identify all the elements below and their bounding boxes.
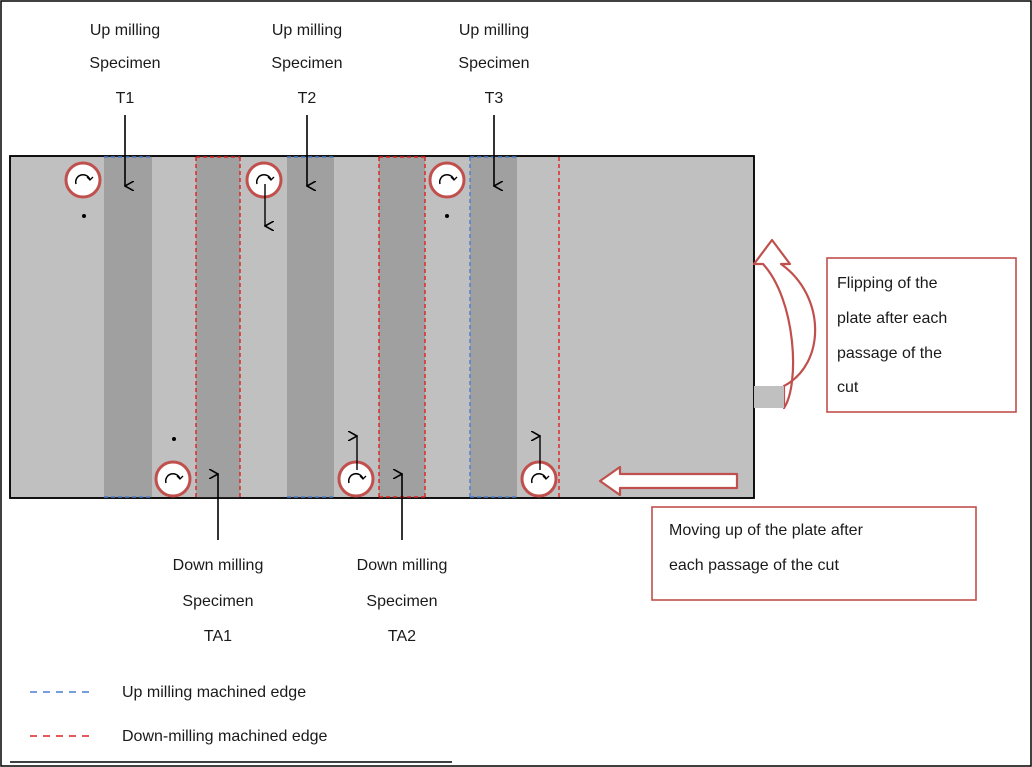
cut-band	[196, 156, 240, 498]
flip-note-border	[826, 257, 1017, 413]
cut-band	[470, 156, 517, 498]
down-specimen-id: TA1	[204, 628, 232, 645]
cutter-tools	[64, 161, 558, 498]
down-specimen-line1: Down milling	[357, 557, 448, 574]
up-specimen-line1: Up milling	[90, 22, 160, 39]
down-specimen-line2: Specimen	[366, 593, 437, 610]
up-specimen-line2: Specimen	[89, 55, 160, 72]
up-specimen-line2: Specimen	[271, 55, 342, 72]
up-specimen-labels: Up milling Specimen T1 Up milling Specim…	[89, 22, 530, 186]
move-note-border	[651, 506, 977, 601]
cutter-icon	[428, 161, 466, 199]
up-specimen-t2: Up milling Specimen T2	[271, 22, 343, 186]
flip-arrow	[752, 238, 817, 410]
down-specimen-labels: Down milling Specimen TA1 Down milling S…	[173, 474, 448, 645]
flip-arrow-shape	[752, 238, 817, 410]
legend-label: Up milling machined edge	[122, 684, 306, 701]
plate-outline	[9, 155, 755, 499]
up-specimen-t3: Up milling Specimen T3	[458, 22, 530, 186]
flip-note-line: cut	[837, 379, 859, 396]
cutter-icon	[245, 161, 283, 199]
down-edges	[195, 156, 560, 498]
cutter-icon	[520, 460, 558, 498]
cut-band	[287, 156, 334, 498]
up-specimen-t1: Up milling Specimen T1	[89, 22, 161, 186]
feed-dot	[445, 214, 449, 218]
up-specimen-id: T3	[485, 90, 504, 107]
up-specimen-line1: Up milling	[459, 22, 529, 39]
move-note-line: each passage of the cut	[669, 557, 839, 574]
move-up-arrow	[598, 465, 739, 497]
up-edges	[104, 156, 517, 498]
down-specimen-line1: Down milling	[173, 557, 264, 574]
down-specimen-ta2: Down milling Specimen TA2	[357, 474, 448, 645]
feed-markers	[82, 184, 540, 470]
cut-band	[379, 156, 425, 498]
feed-dot	[172, 437, 176, 441]
feed-dot	[82, 214, 86, 218]
flip-note-line: plate after each	[837, 310, 947, 327]
up-specimen-line1: Up milling	[272, 22, 342, 39]
plate	[9, 155, 755, 499]
up-specimen-line2: Specimen	[458, 55, 529, 72]
move-note-line: Moving up of the plate after	[669, 522, 864, 539]
down-specimen-line2: Specimen	[182, 593, 253, 610]
move-note-box: Moving up of the plate after each passag…	[651, 506, 977, 601]
legend-label: Down-milling machined edge	[122, 728, 328, 745]
down-specimen-id: TA2	[388, 628, 416, 645]
up-specimen-id: T1	[116, 90, 135, 107]
flip-note-line: passage of the	[837, 345, 942, 362]
cutter-icon	[337, 460, 375, 498]
cutter-icon	[64, 161, 102, 199]
down-specimen-ta1: Down milling Specimen TA1	[173, 474, 264, 645]
legend-up-milling: Up milling machined edge	[30, 684, 306, 701]
cutter-icon	[154, 460, 192, 498]
up-specimen-id: T2	[298, 90, 317, 107]
legend-down-milling: Down-milling machined edge	[30, 728, 328, 745]
legend: Up milling machined edge Down-milling ma…	[10, 684, 452, 763]
cut-band	[104, 156, 152, 498]
flip-note-box: Flipping of the plate after each passage…	[826, 257, 1017, 413]
flip-note-line: Flipping of the	[837, 275, 938, 292]
